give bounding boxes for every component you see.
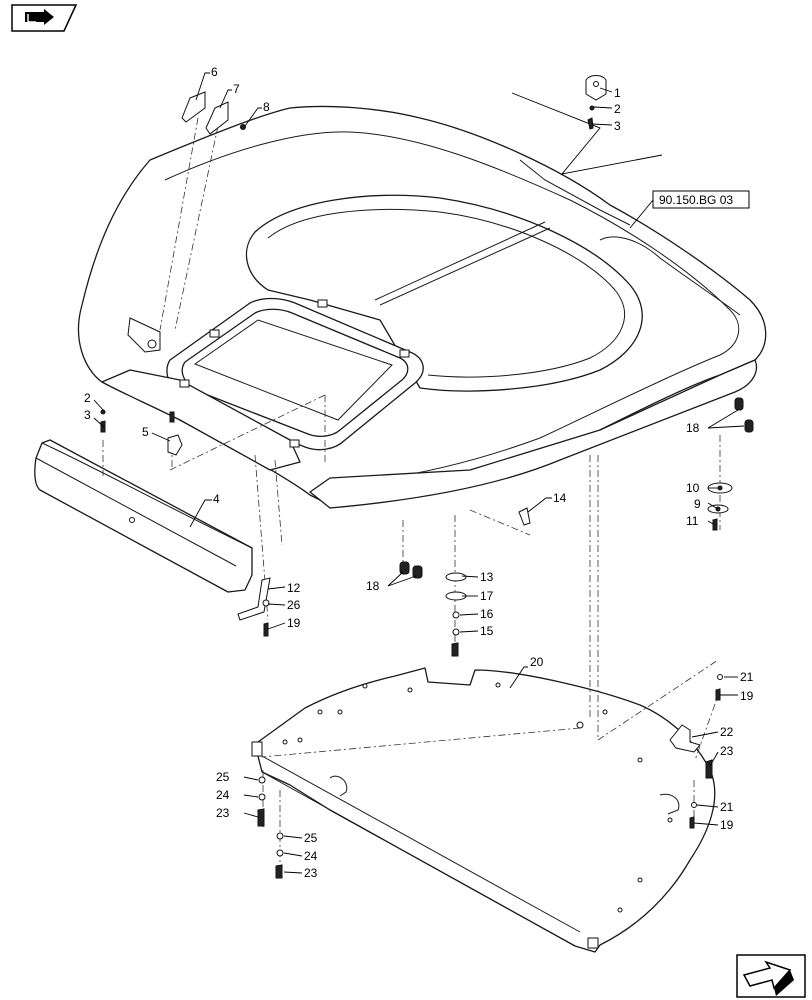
callout-numbers: 1 2 3 6 7 8 2 3 5 4 18 10 9 11 14 12 26 … <box>84 65 754 880</box>
callout: 1 <box>614 86 621 100</box>
callout: 11 <box>686 514 699 528</box>
callout: 23 <box>304 866 318 880</box>
callout: 9 <box>694 497 701 511</box>
callout: 4 <box>213 492 220 506</box>
headliner-panel <box>251 667 716 953</box>
arrow-page-icon[interactable] <box>11 4 78 32</box>
callout: 6 <box>211 65 218 79</box>
callout: 20 <box>530 655 544 669</box>
callout: 26 <box>287 598 301 612</box>
callout: 24 <box>216 788 230 802</box>
callout: 21 <box>740 670 754 684</box>
callout: 23 <box>720 744 734 758</box>
callout: 8 <box>263 100 270 114</box>
arrow-next-page-icon[interactable] <box>736 954 806 998</box>
callout: 22 <box>720 725 734 739</box>
callout: 5 <box>142 425 149 439</box>
callout: 14 <box>553 491 567 505</box>
callout: 7 <box>233 82 240 96</box>
callout: 24 <box>304 849 318 863</box>
callout: 13 <box>480 570 494 584</box>
callout: 3 <box>84 408 91 422</box>
hardware <box>100 75 754 879</box>
callout: 16 <box>480 607 494 621</box>
front-trim-panel <box>34 439 253 593</box>
callout: 21 <box>720 800 734 814</box>
callout: 12 <box>287 581 301 595</box>
callout: 25 <box>216 770 230 784</box>
clip-5 <box>167 434 183 456</box>
callout: 19 <box>740 689 754 703</box>
callout: 18 <box>366 579 380 593</box>
reference-label: 90.150.BG 03 <box>659 193 733 207</box>
callout: 2 <box>84 391 91 405</box>
callout: 18 <box>686 421 700 435</box>
callout: 15 <box>480 624 494 638</box>
callout: 25 <box>304 831 318 845</box>
callout: 17 <box>480 589 494 603</box>
callout: 10 <box>686 481 700 495</box>
callout: 19 <box>287 616 301 630</box>
reference-link[interactable]: 90.150.BG 03 <box>629 190 750 229</box>
bracket-1 <box>585 75 607 101</box>
callout: 23 <box>216 806 230 820</box>
callout: 19 <box>720 818 734 832</box>
callout: 2 <box>614 102 621 116</box>
callout: 3 <box>614 119 621 133</box>
leader-lines <box>93 72 745 874</box>
roof-headliner <box>77 105 767 509</box>
bracket-6 <box>181 91 206 123</box>
screw-8 <box>240 124 246 130</box>
bracket-12 <box>237 577 271 621</box>
break-line <box>511 92 663 175</box>
plate-7 <box>205 101 229 135</box>
bracket-22 <box>669 724 701 753</box>
